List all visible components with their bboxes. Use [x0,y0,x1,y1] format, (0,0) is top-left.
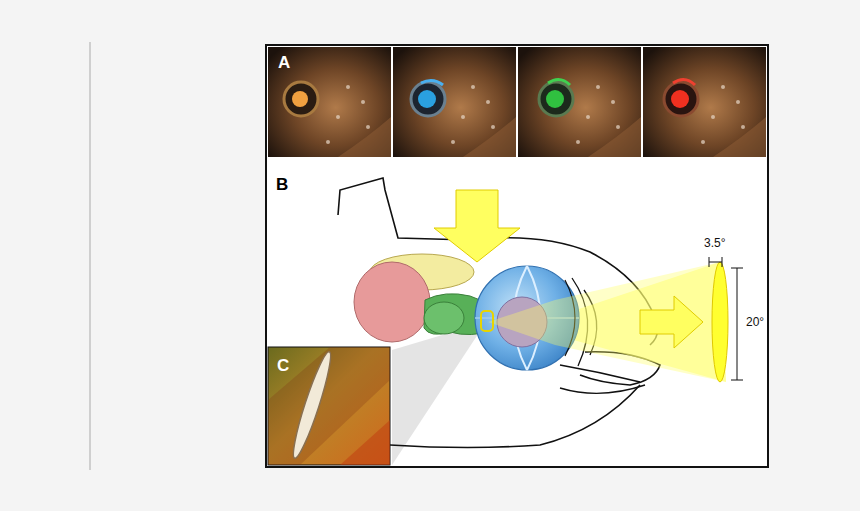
retina-photo [268,347,390,465]
panel-letter: A [278,54,290,71]
fish-head-illustration [338,178,728,465]
figure-frame [266,45,768,467]
dimension-label: 3.5° [704,237,725,249]
panel-letter: B [276,176,288,193]
margin-rule [90,42,91,470]
dimension-marks [709,257,743,380]
dimension-label: 20° [746,316,764,328]
photo-strip [268,47,766,157]
panel-letter: C [277,357,289,374]
